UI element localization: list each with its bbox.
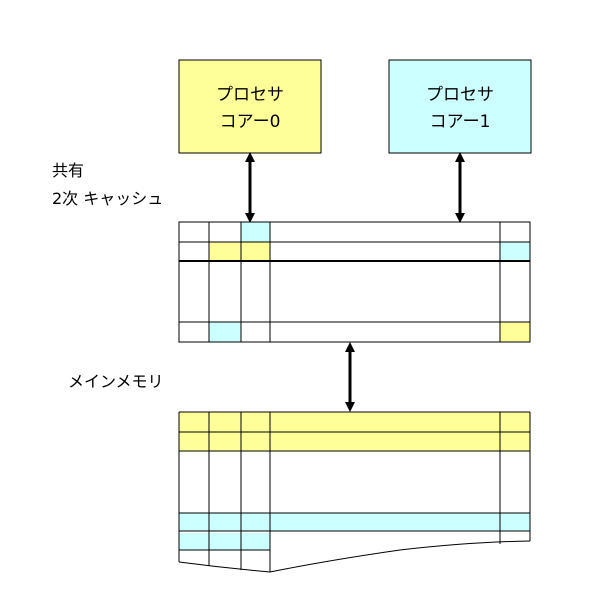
core-1-line1: プロセサ xyxy=(426,85,494,105)
core-1-box xyxy=(388,59,532,154)
cache-label-line1: 共有 xyxy=(52,161,84,180)
shared-l2-cache xyxy=(178,221,531,343)
memory-row-yellow xyxy=(179,432,530,451)
cache-cell-cyan xyxy=(241,222,270,242)
memory-row-cyan xyxy=(179,533,270,550)
processor-core-1: プロセサ コアー1 xyxy=(388,59,532,154)
core-0-box xyxy=(178,59,322,154)
cache-cell-cyan xyxy=(500,242,530,261)
core-0-line2: コアー0 xyxy=(220,112,281,132)
cache-cell-yellow xyxy=(241,242,270,261)
core-0-line1: プロセサ xyxy=(216,85,284,105)
cache-cell-yellow xyxy=(209,242,241,261)
memory-label: メインメモリ xyxy=(68,372,164,391)
core-1-line2: コアー1 xyxy=(430,112,491,132)
cache-label-line2: 2次 キャッシュ xyxy=(52,189,163,208)
cache-cell-cyan xyxy=(209,322,241,342)
processor-core-0: プロセサ コアー0 xyxy=(178,59,322,154)
memory-row-cyan xyxy=(179,513,530,531)
main-memory xyxy=(178,411,531,573)
memory-row-yellow xyxy=(179,412,530,432)
cache-cell-yellow xyxy=(500,322,530,342)
memory-torn-edge xyxy=(178,540,531,573)
